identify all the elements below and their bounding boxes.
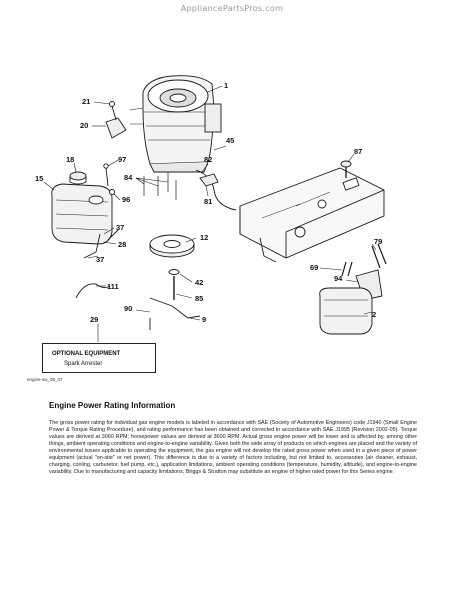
callout-111: 111: [107, 282, 119, 291]
callout-42: 42: [195, 278, 203, 287]
callout-82: 82: [204, 155, 212, 164]
callout-18: 18: [66, 155, 74, 164]
callout-37-lower: 37: [96, 255, 104, 264]
leader-lines: [43, 85, 377, 342]
callout-20: 20: [80, 121, 88, 130]
callout-45: 45: [226, 136, 234, 145]
callout-69: 69: [310, 263, 318, 272]
callout-9: 9: [202, 315, 206, 324]
spark-arrester-label: Spark Arrester: [64, 361, 103, 367]
cap-part-18[interactable]: [69, 171, 87, 185]
callout-21: 21: [82, 97, 90, 106]
box-part-2[interactable]: [319, 287, 373, 335]
bolt-part-87[interactable]: [340, 160, 352, 178]
callout-87: 87: [354, 147, 362, 156]
bracket-part-28-37[interactable]: [83, 229, 119, 259]
pulley-part-12[interactable]: [149, 234, 195, 258]
callout-37-upper: 37: [116, 223, 124, 232]
optional-equipment-box: OPTIONAL EQUIPMENT Spark Arrester: [42, 343, 156, 373]
callout-1: 1: [224, 81, 228, 90]
frame-plate[interactable]: [239, 167, 385, 263]
callout-96: 96: [122, 195, 130, 204]
engine-parts-diagram: 1 21 20 45 97 18 15 84 82 81 87 96 37 28…: [35, 75, 387, 342]
callout-85: 85: [195, 294, 203, 303]
optional-equipment-title: OPTIONAL EQUIPMENT: [52, 351, 121, 357]
callout-84: 84: [124, 173, 133, 182]
callout-29: 29: [90, 315, 98, 324]
engine-part-1[interactable]: [129, 75, 222, 173]
section-body: The gross power rating for individual ga…: [49, 420, 417, 475]
section-title: Engine Power Rating Information: [49, 401, 176, 410]
muffler-part-15[interactable]: [51, 183, 113, 245]
callout-28: 28: [118, 240, 126, 249]
callout-15: 15: [35, 174, 43, 183]
drawing-code: engine-sw_05_07: [27, 377, 63, 382]
callout-97: 97: [118, 155, 126, 164]
callout-12: 12: [200, 233, 208, 242]
watermark-text: AppliancePartsPros.com: [180, 4, 284, 13]
callout-81: 81: [204, 197, 212, 206]
washer-bolt-42-85[interactable]: [168, 269, 180, 301]
callout-94: 94: [334, 274, 343, 283]
callout-90: 90: [124, 304, 132, 313]
rod-part-9[interactable]: [149, 297, 201, 330]
callout-2: 2: [372, 310, 376, 319]
fuel-line-81-82[interactable]: [195, 169, 237, 211]
cable-part-111[interactable]: [75, 283, 111, 299]
callout-79: 79: [374, 237, 382, 246]
ignition-part-20-21[interactable]: [105, 101, 127, 139]
